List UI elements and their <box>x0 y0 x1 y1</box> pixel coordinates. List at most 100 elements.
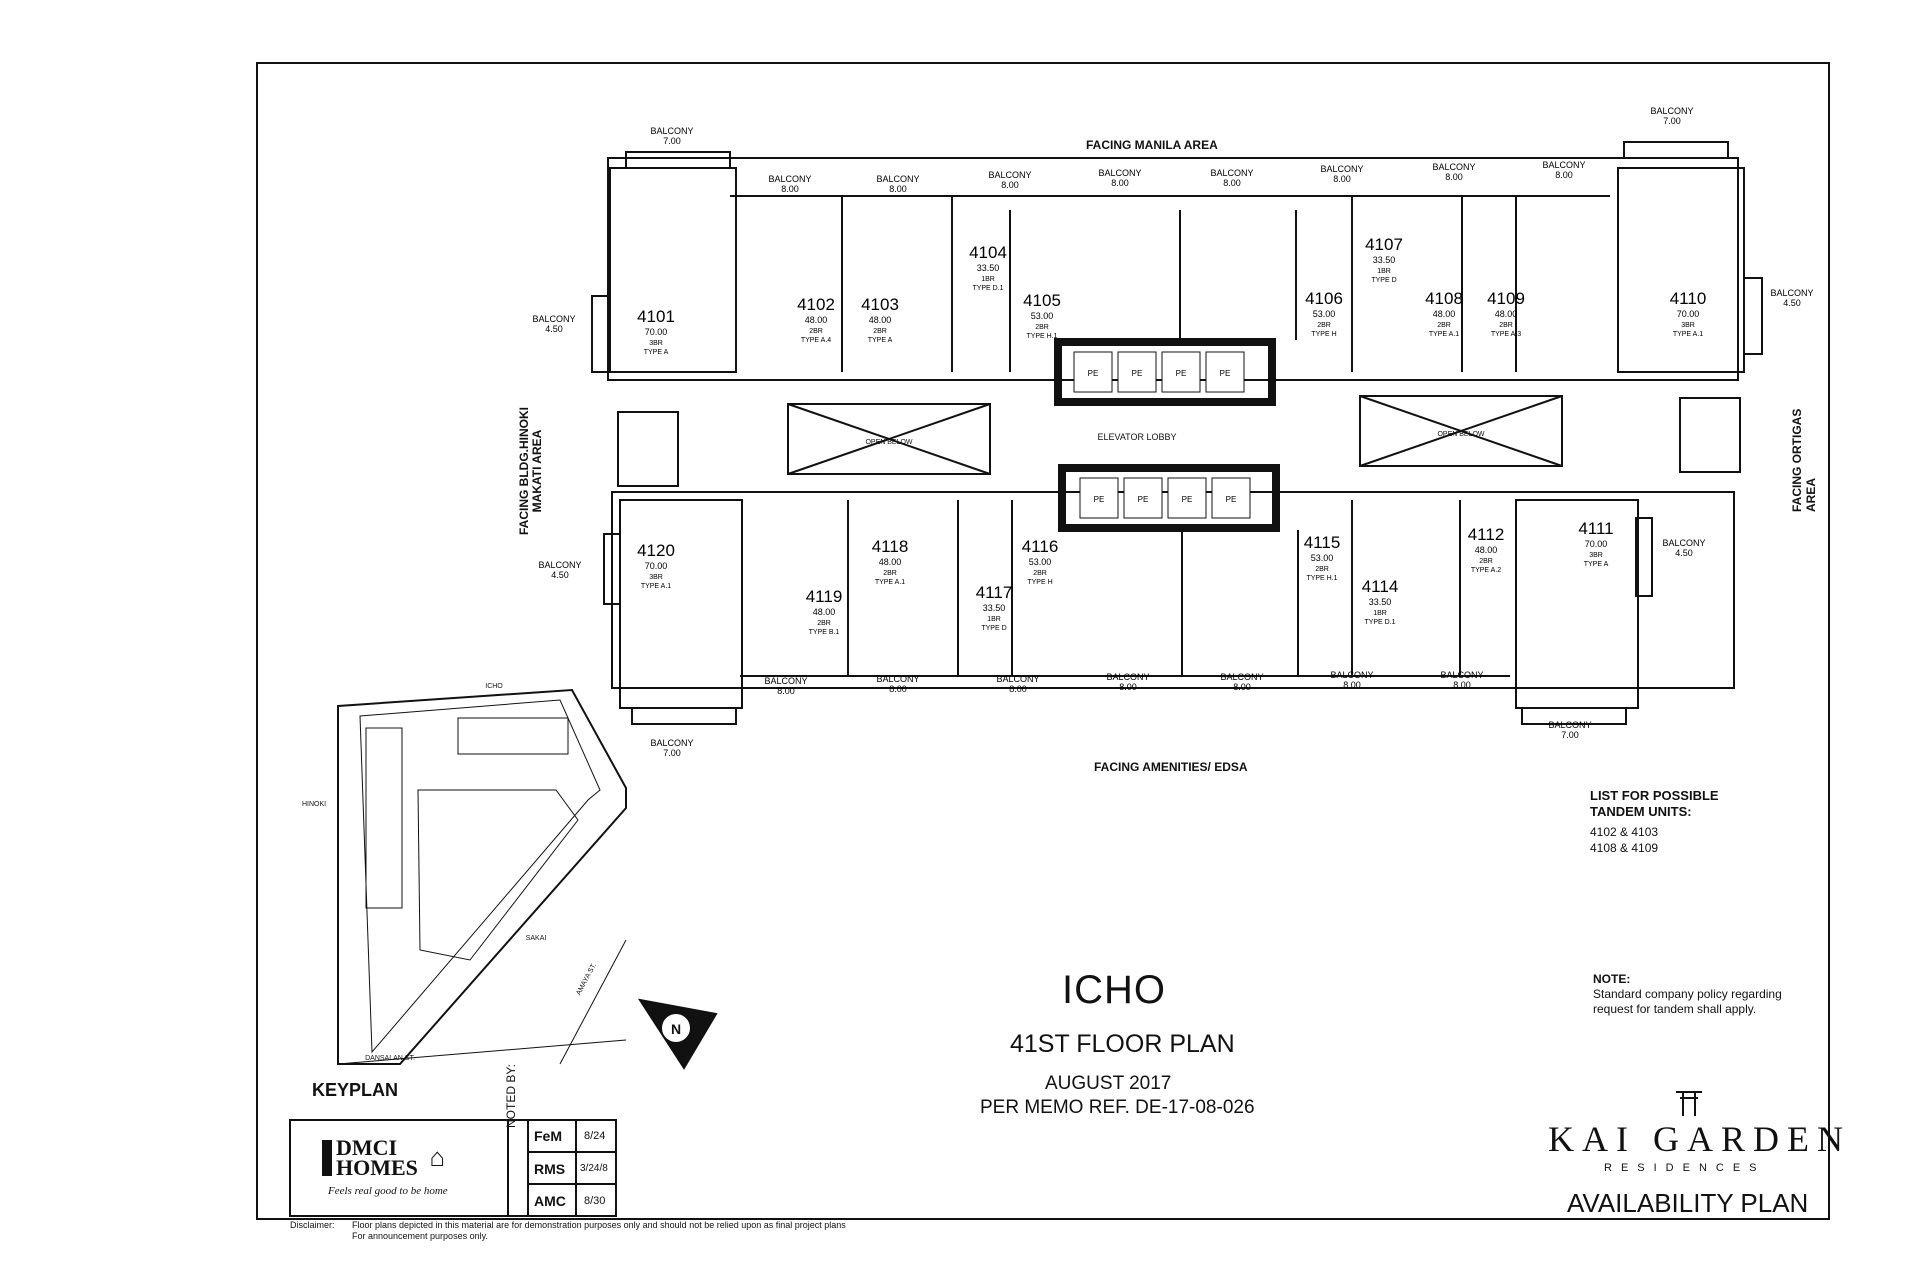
bottom-balcony-label: BALCONY <box>1548 720 1591 730</box>
elevator-pe-label: PE <box>1088 369 1099 378</box>
tandem-item: 4102 & 4103 <box>1590 825 1659 839</box>
unit-bottom-type: TYPE H <box>1027 579 1052 586</box>
unit-bottom-area: 48.00 <box>1475 545 1498 555</box>
unit-bottom-bedrooms: 2BR <box>1315 566 1329 573</box>
unit-top-area: 48.00 <box>1495 309 1518 319</box>
bottom-balcony-value: 8.00 <box>889 684 907 694</box>
top-balcony-label: BALCONY <box>650 126 693 136</box>
stair-core-west <box>617 411 679 487</box>
side-balcony-value: 4.50 <box>1675 548 1693 558</box>
memo-reference: PER MEMO REF. DE-17-08-026 <box>980 1097 1255 1118</box>
unit-top-area: 53.00 <box>1031 311 1054 321</box>
top-balcony-value: 8.00 <box>1445 172 1463 182</box>
facing-bottom-label: FACING AMENITIES/ EDSA <box>1094 760 1248 774</box>
elevator-box <box>1167 477 1207 519</box>
unit-top-number: 4105 <box>1023 291 1061 310</box>
elevator-pe-label: PE <box>1132 369 1143 378</box>
bottom-balcony-value: 7.00 <box>663 748 681 758</box>
house-icon: ⌂ <box>429 1143 446 1172</box>
unit-bottom-number: 4119 <box>806 587 843 606</box>
unit-top-number: 4104 <box>969 243 1007 262</box>
kai-garden-torii-icon <box>1676 1091 1702 1116</box>
unit-top-type: TYPE A.1 <box>1673 331 1703 338</box>
side-balcony-label: BALCONY <box>1770 288 1813 298</box>
keyplan-icho-label: ICHO <box>485 683 503 690</box>
unit-top-area: 48.00 <box>869 315 892 325</box>
bottom-balcony-label: BALCONY <box>996 674 1039 684</box>
side-balcony-label: BALCONY <box>532 314 575 324</box>
unit-bottom-type: TYPE A.2 <box>1471 567 1501 574</box>
keyplan-site-outline <box>337 688 627 1065</box>
bottom-balcony-value: 8.00 <box>1233 682 1251 692</box>
residences-text: RESIDENCES <box>1604 1162 1766 1174</box>
side-balcony-label: BALCONY <box>1662 538 1705 548</box>
elevator-box <box>1161 351 1201 393</box>
elevator-pe-label: PE <box>1220 369 1231 378</box>
elevator-pe-label: PE <box>1226 495 1237 504</box>
elevator-box <box>1123 477 1163 519</box>
bottom-balcony-label: BALCONY <box>764 676 807 686</box>
unit-top-type: TYPE H.1 <box>1026 333 1057 340</box>
elevator-pe-label: PE <box>1094 495 1105 504</box>
availability-plan-label: AVAILABILITY PLAN <box>1567 1188 1809 1218</box>
unit-bottom-type: TYPE A.1 <box>641 583 671 590</box>
top-balcony-value: 7.00 <box>1663 116 1681 126</box>
unit-top-type: TYPE A <box>644 349 669 356</box>
tandem-item: 4108 & 4109 <box>1590 841 1659 855</box>
unit-bottom-area: 53.00 <box>1311 553 1334 563</box>
top-balcony-label: BALCONY <box>1432 162 1475 172</box>
disclaimer-label: Disclaimer: <box>290 1220 335 1230</box>
keyplan-label: KEYPLAN <box>312 1080 399 1100</box>
unit-bottom-area: 33.50 <box>983 603 1006 613</box>
bottom-balcony-value: 7.00 <box>1561 730 1579 740</box>
unit-bottom-type: TYPE H.1 <box>1306 575 1337 582</box>
unit-top-bedrooms: 3BR <box>649 340 663 347</box>
unit-top-area: 70.00 <box>645 327 668 337</box>
side-balcony-value: 4.50 <box>545 324 563 334</box>
unit-bottom-number: 4115 <box>1304 533 1341 552</box>
elevator-box <box>1117 351 1157 393</box>
disclaimer-line1: Floor plans depicted in this material ar… <box>352 1220 846 1230</box>
unit-top-type: TYPE D.1 <box>972 285 1003 292</box>
tower-ne <box>1617 167 1745 373</box>
signoff-date: 8/24 <box>584 1130 606 1142</box>
top-balcony-value: 8.00 <box>1555 170 1573 180</box>
kai-garden-logo-text: KAI GARDEN <box>1548 1119 1851 1159</box>
open-below-void-east <box>1359 395 1563 467</box>
north-label: N <box>671 1021 681 1037</box>
facing-left-label: FACING BLDG.HINOKI MAKATI AREA <box>517 407 544 535</box>
unit-top-area: 48.00 <box>805 315 828 325</box>
facing-right-label: FACING ORTIGAS AREA <box>1790 408 1818 512</box>
unit-bottom-type: TYPE B.1 <box>809 629 840 636</box>
unit-bottom-area: 53.00 <box>1029 557 1052 567</box>
unit-top-area: 70.00 <box>1677 309 1700 319</box>
top-balcony-value: 8.00 <box>1111 178 1129 188</box>
bottom-balcony-label: BALCONY <box>1440 670 1483 680</box>
elevator-box <box>1205 351 1245 393</box>
open-below-void-west <box>787 403 991 475</box>
unit-bottom-area: 48.00 <box>813 607 836 617</box>
unit-bottom-type: TYPE D.1 <box>1364 619 1395 626</box>
building-title: ICHO <box>1062 968 1166 1012</box>
unit-bottom-number: 4111 <box>1578 519 1613 538</box>
side-balcony-value: 4.50 <box>551 570 569 580</box>
top-balcony-label: BALCONY <box>1210 168 1253 178</box>
disclaimer: Disclaimer: Floor plans depicted in this… <box>290 1220 846 1242</box>
floor-plan-subtitle: 41ST FLOOR PLAN <box>1010 1030 1235 1058</box>
side-balcony-label: BALCONY <box>538 560 581 570</box>
top-balcony-value: 8.00 <box>889 184 907 194</box>
unit-top-area: 33.50 <box>977 263 1000 273</box>
unit-bottom-bedrooms: 1BR <box>987 616 1001 623</box>
keyplan-sakai-label: SAKAI <box>526 935 547 942</box>
keyplan-street-dansalan: DANSALAN ST. <box>365 1055 415 1062</box>
unit-top-area: 48.00 <box>1433 309 1456 319</box>
top-balcony-value: 8.00 <box>1333 174 1351 184</box>
unit-bottom-type: TYPE A.1 <box>875 579 905 586</box>
dmci-signature-box <box>289 1119 617 1217</box>
open-below-label-east: OPEN BELOW <box>1437 431 1484 438</box>
unit-bottom-number: 4112 <box>1468 525 1505 544</box>
keyplan-hinoki-label: HINOKI <box>302 801 326 808</box>
noted-by-label: NOTED BY: <box>504 1063 518 1128</box>
unit-bottom-bedrooms: 3BR <box>1589 552 1603 559</box>
